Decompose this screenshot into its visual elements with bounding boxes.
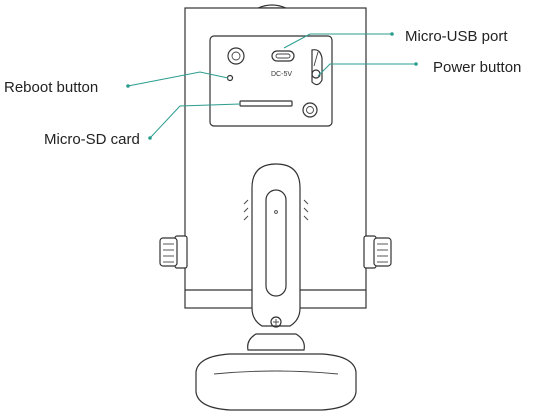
leader-micro-usb	[283, 32, 394, 49]
micro-sd-slot[interactable]	[239, 100, 293, 107]
micro-usb-port[interactable]	[271, 50, 295, 62]
camera-base	[195, 333, 357, 411]
usb-port-label: DC-5V	[271, 71, 292, 78]
camera-stand	[243, 163, 309, 328]
left-knob	[159, 235, 188, 269]
micro-usb-port-label: Micro-USB port	[405, 28, 508, 45]
leader-power	[317, 62, 418, 77]
control-panel: DC-5V	[209, 35, 333, 127]
reboot-button-label: Reboot button	[4, 79, 98, 96]
power-button-label: Power button	[433, 59, 521, 76]
leader-reboot	[126, 71, 229, 88]
micro-sd-card-label: Micro-SD card	[44, 131, 140, 148]
right-knob	[363, 235, 392, 269]
leader-micro-sd	[148, 103, 241, 140]
